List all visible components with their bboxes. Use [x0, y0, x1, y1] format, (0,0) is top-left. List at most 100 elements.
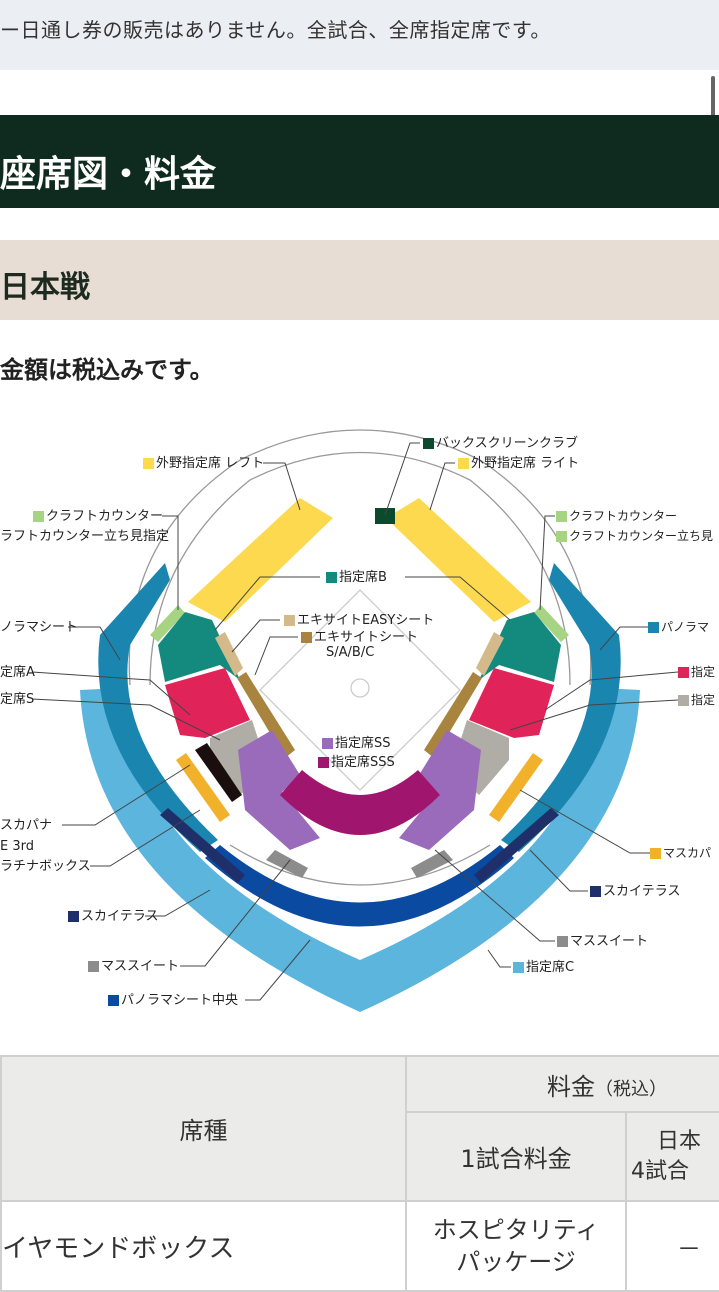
- label-text: マススイート: [570, 934, 649, 949]
- label-text: 指定席SS: [335, 736, 391, 751]
- notice-text: ー日通し券の販売はありません。全試合、全席指定席です。: [0, 0, 719, 70]
- swatch-icon: [322, 738, 333, 749]
- label-a-left: 定席A: [0, 665, 35, 680]
- label-s-right: 指定: [678, 694, 715, 706]
- label-mass-right: マススイート: [557, 935, 648, 948]
- label-easy: エキサイトEASYシート: [284, 614, 434, 627]
- label-text: 指定席SSS: [331, 755, 395, 770]
- swatch-icon: [678, 694, 689, 706]
- label-text: エキサイトシート: [314, 630, 419, 645]
- seat-easy-left: [215, 632, 243, 676]
- label-platinum: ラチナボックス: [0, 859, 91, 874]
- label-s-left: 定席S: [0, 692, 35, 707]
- header-multi-line2: 4試合: [631, 1158, 689, 1184]
- swatch-icon: [33, 511, 44, 522]
- label-b: 指定席B: [326, 571, 387, 584]
- label-sss: 指定席SSS: [318, 756, 395, 769]
- label-text: 指定席B: [339, 570, 387, 585]
- seat-panorama-left: [98, 563, 218, 852]
- swatch-icon: [301, 632, 312, 643]
- seat-easy-right: [476, 632, 504, 676]
- stadium-seat-map: [31, 429, 679, 1012]
- cell-single: ホスピタリティパッケージ: [405, 1200, 627, 1292]
- label-text: バックスクリーンクラブ: [436, 436, 578, 451]
- header-price-text: 料金: [547, 1072, 595, 1101]
- label-sky-left: スカイテラス: [68, 910, 158, 923]
- cell-single-line1: ホスピタリティ: [432, 1216, 600, 1244]
- seat-b-right: [479, 612, 561, 682]
- label-text: 外野指定席 ライト: [471, 456, 580, 471]
- label-text: 指定: [691, 693, 716, 707]
- seat-panorama-center: [205, 845, 514, 927]
- table-row: イヤモンドボックス ホスピタリティパッケージ －: [0, 1200, 719, 1292]
- label-text: クラフトカウンター: [569, 509, 678, 523]
- label-backscreen: バックスクリーンクラブ: [423, 437, 578, 450]
- header-price-note: （税込）: [595, 1078, 667, 1100]
- seat-panorama-right: [501, 563, 621, 852]
- label-e3rd: E 3rd: [0, 839, 34, 854]
- header-multi-line1: 日本: [657, 1128, 702, 1154]
- label-mass-left: マススイート: [88, 960, 179, 973]
- label-text: スカイテラス: [603, 884, 681, 899]
- swatch-icon: [678, 666, 689, 678]
- swatch-icon: [326, 572, 337, 583]
- label-c: 指定席C: [513, 961, 574, 974]
- swatch-icon: [513, 962, 524, 973]
- label-text: 指定席C: [526, 960, 575, 975]
- label-outfield-right: 外野指定席 ライト: [458, 457, 579, 470]
- seat-backscreen: [375, 508, 395, 524]
- seat-ss-right: [399, 730, 481, 850]
- label-craft-right: クラフトカウンター: [556, 510, 677, 522]
- seat-sss: [280, 770, 440, 835]
- swatch-icon: [88, 961, 99, 972]
- label-text: パノラマシート中央: [121, 993, 239, 1008]
- label-ss: 指定席SS: [322, 737, 391, 750]
- swatch-icon: [68, 911, 79, 922]
- label-skapa-right: マスカパ: [650, 847, 711, 859]
- seat-craft-left: [150, 605, 185, 642]
- label-craft-stand-right: クラフトカウンター立ち見: [556, 530, 713, 542]
- seat-mass-right: [411, 850, 453, 878]
- swatch-icon: [556, 510, 567, 522]
- cell-single-line2: パッケージ: [456, 1248, 576, 1276]
- swatch-icon: [143, 458, 154, 469]
- swatch-icon: [108, 995, 119, 1006]
- swatch-icon: [423, 438, 434, 449]
- label-text: スカイテラス: [81, 909, 159, 924]
- seat-craft-right: [534, 605, 569, 642]
- label-panorama-right: パノラマ: [648, 621, 709, 633]
- label-text: エキサイトEASYシート: [297, 613, 435, 628]
- seat-a-right: [469, 668, 554, 738]
- seat-excite-right: [424, 672, 482, 758]
- label-excite-sub: S/A/B/C: [326, 645, 375, 660]
- seat-b-left: [158, 612, 240, 682]
- swatch-icon: [557, 936, 568, 947]
- seat-c: [80, 688, 640, 1012]
- swatch-icon: [284, 615, 295, 626]
- swatch-icon: [648, 621, 659, 633]
- seat-a-left: [165, 668, 250, 738]
- swatch-icon: [650, 847, 661, 859]
- header-price: 料金（税込）: [405, 1055, 719, 1113]
- tax-note: 金額は税込みです。: [0, 356, 214, 384]
- seat-sky-right: [474, 808, 559, 883]
- label-panorama-center: パノラマシート中央: [108, 994, 238, 1007]
- cell-multi: －: [625, 1200, 719, 1292]
- label-excite: エキサイトシート: [301, 631, 418, 644]
- label-text: パノラマ: [661, 620, 710, 634]
- seat-excite-left: [237, 672, 295, 758]
- label-text: マスカパ: [663, 846, 712, 860]
- scrollbar[interactable]: [711, 76, 715, 122]
- seat-skapa-left: [176, 753, 230, 822]
- seat-outfield-right: [386, 498, 531, 622]
- subsection-title: 日本戦: [0, 240, 719, 320]
- label-skapa-left: スカパナ: [0, 818, 53, 833]
- label-text: クラフトカウンター: [46, 509, 164, 524]
- label-text: クラフトカウンター立ち見: [569, 529, 714, 543]
- seat-skapa-right: [489, 753, 543, 822]
- seat-ss-left: [238, 730, 320, 850]
- header-single: 1試合料金: [405, 1111, 627, 1202]
- seat-sky-left: [160, 808, 245, 883]
- label-craft-left: クラフトカウンター: [33, 510, 163, 523]
